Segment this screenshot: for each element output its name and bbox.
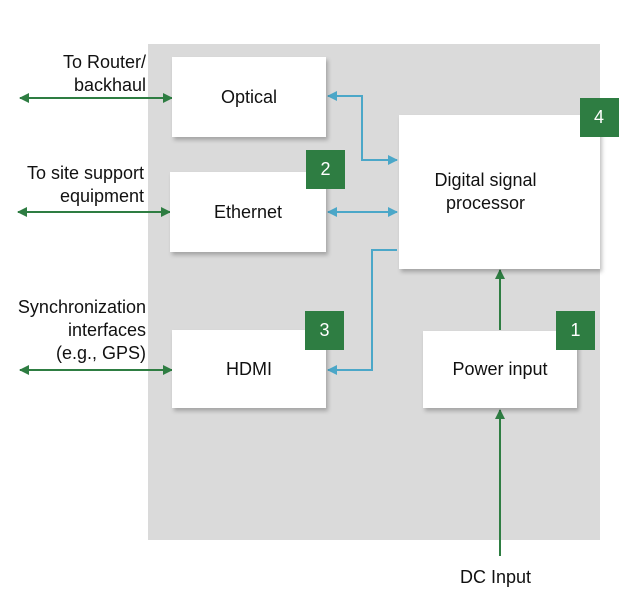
dsp-badge: 4 xyxy=(580,98,619,137)
connection-lines xyxy=(17,91,505,556)
dsp-block: Digital signal processor xyxy=(399,115,600,269)
power-input-label: Power input xyxy=(452,359,548,379)
site-support-label: To site support equipment xyxy=(26,163,144,206)
ethernet-label: Ethernet xyxy=(213,201,283,222)
ethernet-block: Ethernet xyxy=(170,172,326,252)
router-label: To Router/ backhaul xyxy=(62,52,146,95)
optical-dsp-link xyxy=(327,91,398,165)
hdmi-block: HDMI xyxy=(172,330,326,408)
power-badge: 1 xyxy=(556,311,595,350)
ethernet-badge: 2 xyxy=(306,150,345,189)
hdmi-label: HDMI xyxy=(226,358,272,379)
optical-label: Optical xyxy=(220,86,278,107)
power-input-block: Power input xyxy=(423,331,577,408)
dc-input-label: DC Input xyxy=(460,567,532,587)
hdmi-badge: 3 xyxy=(305,311,344,350)
dsp-label: Digital signal processor xyxy=(434,170,537,213)
optical-block: Optical xyxy=(172,57,326,137)
hdmi-dsp-link xyxy=(327,249,397,375)
sync-label: Synchronization interfaces (e.g., GPS) xyxy=(17,297,146,363)
